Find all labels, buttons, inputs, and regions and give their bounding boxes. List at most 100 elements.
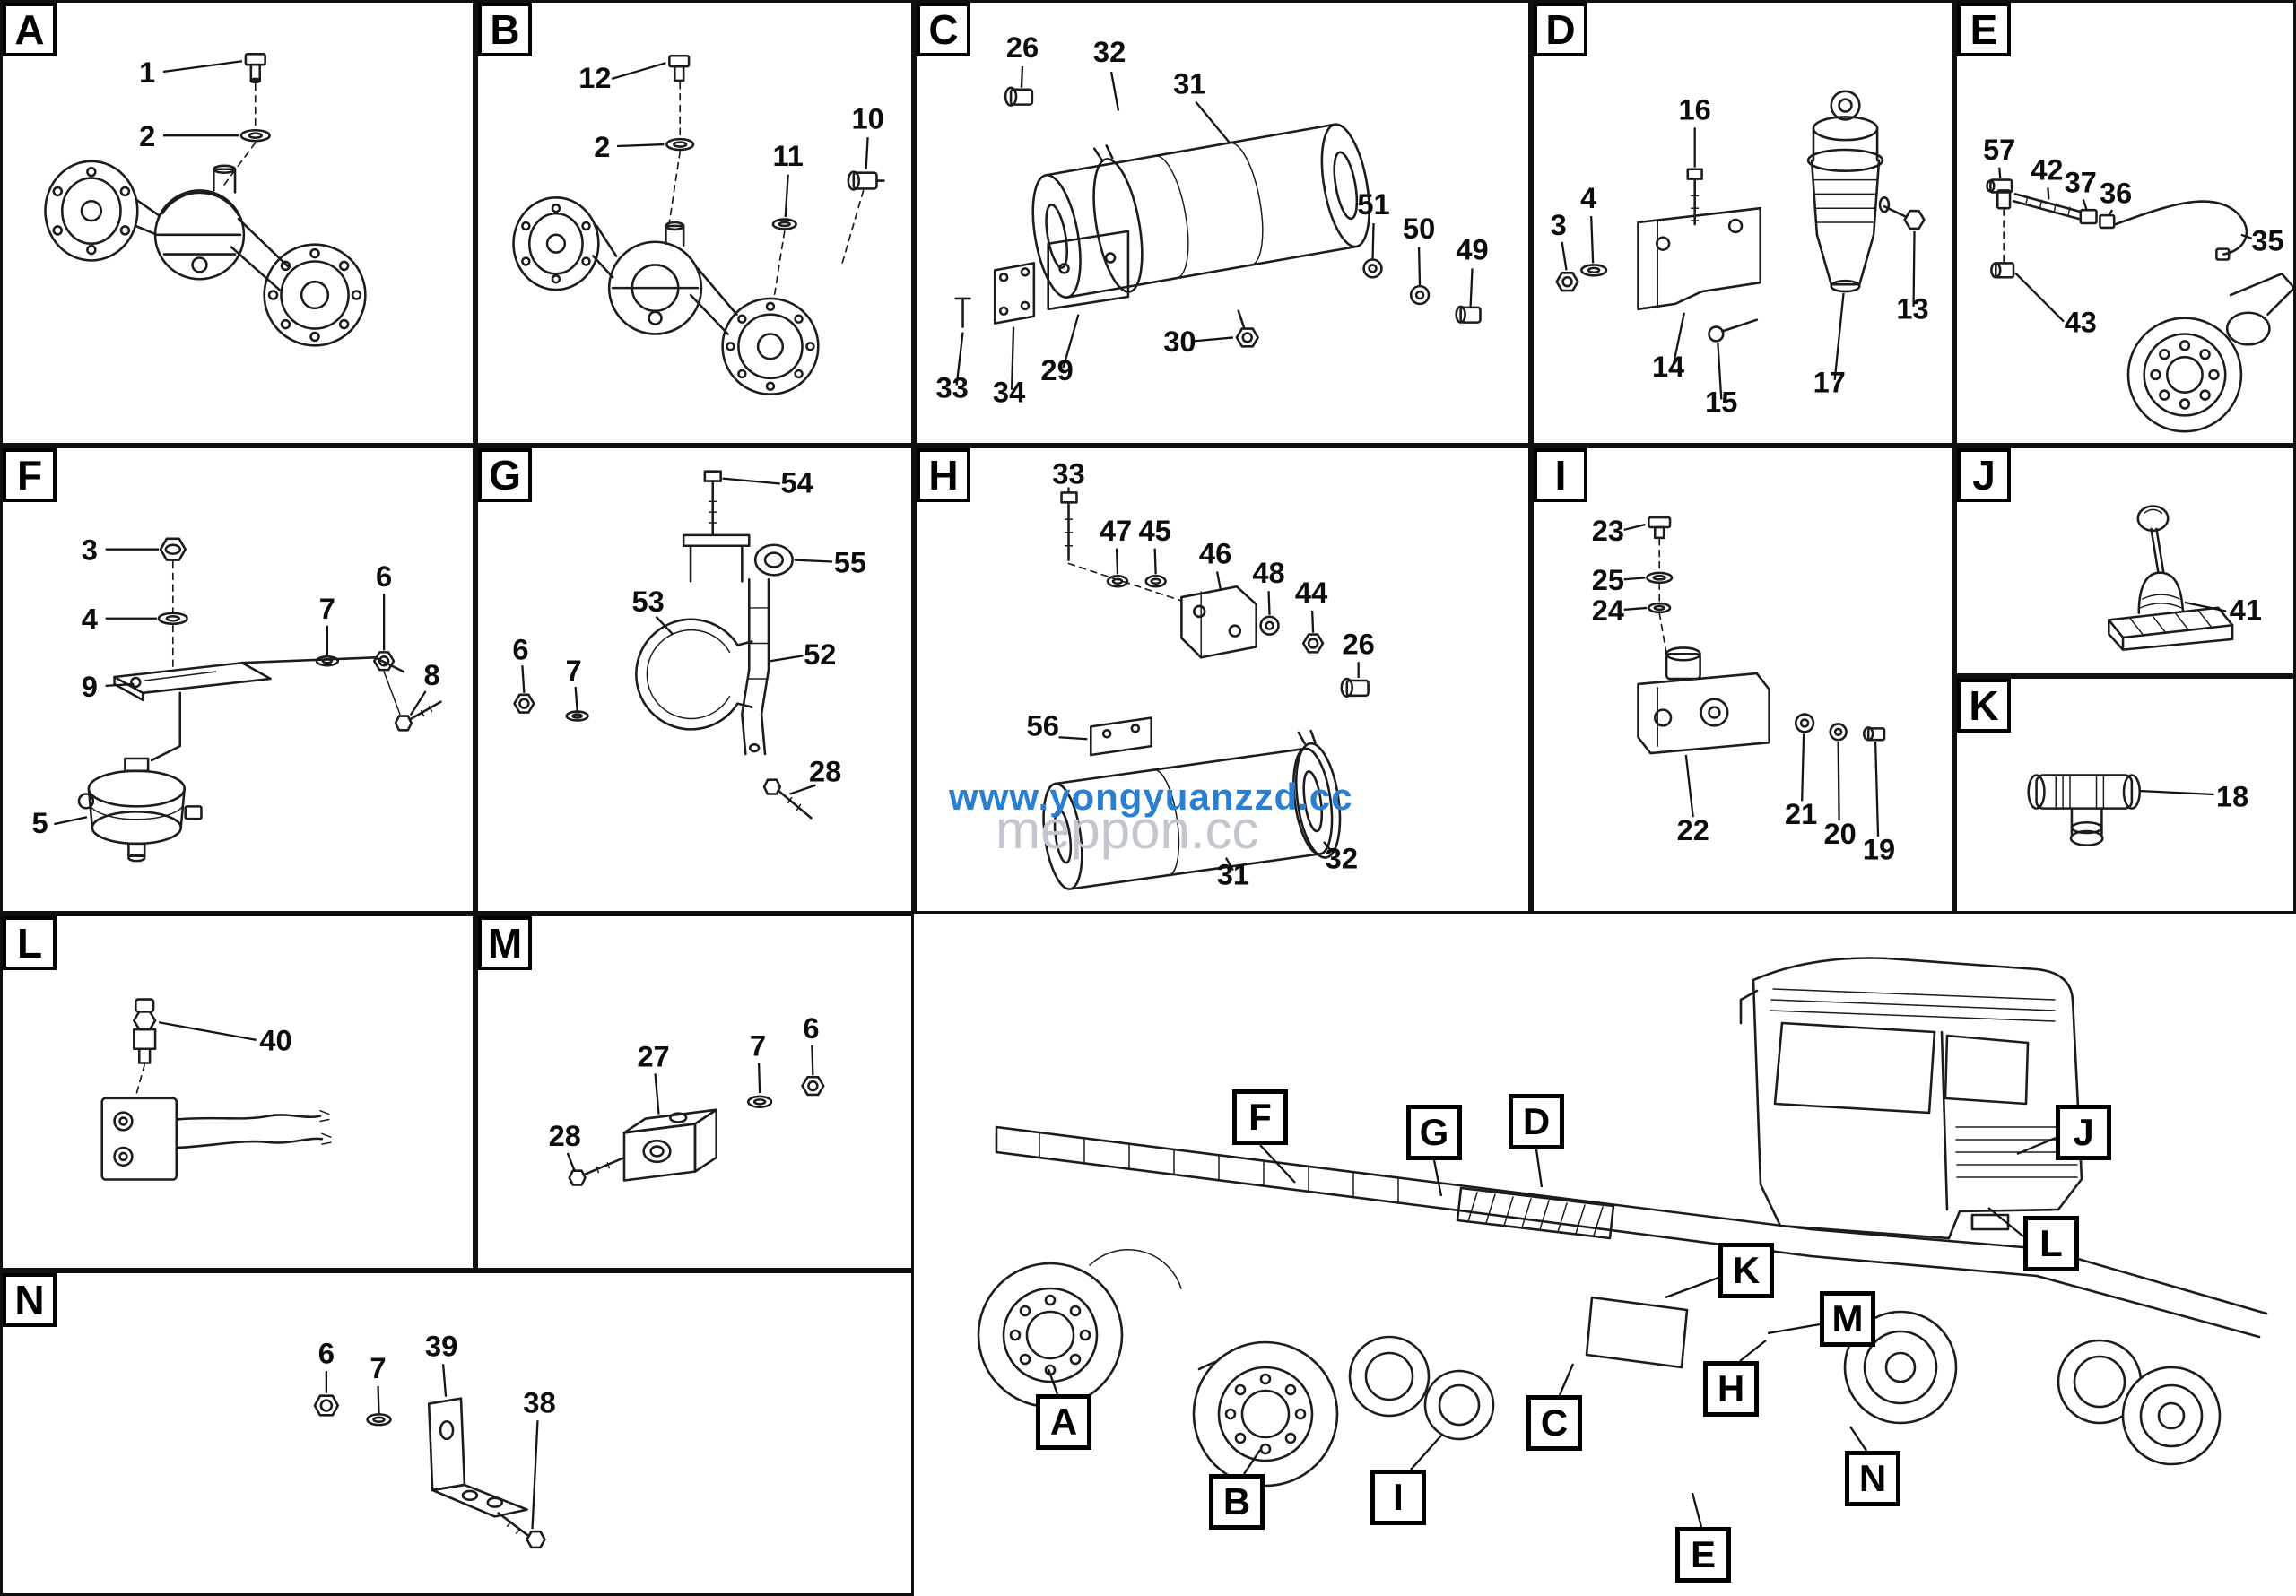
panel-L-label: L [3,916,57,970]
panel-I-label: I [1534,448,1587,502]
panel-I: I 23 25 24 22 21 20 [1531,446,1954,914]
callout-G-54: 54 [780,465,813,499]
callout-F-4: 4 [82,603,98,636]
panel-A-leaders [162,60,243,137]
panel-A: A 1 2 [0,0,475,446]
middle-axle-art [512,54,885,395]
hose-and-brake-art [1986,178,2293,433]
callout-B-12: 12 [578,61,611,94]
panel-E-label: E [1957,3,2011,56]
callout-H-46: 46 [1199,537,1231,570]
panel-D: D 16 3 4 14 15 [1531,0,1954,446]
callout-F-6: 6 [376,559,392,593]
valve-bracket-art [77,537,442,863]
callout-D-16: 16 [1679,92,1711,126]
panel-G-leaders [521,477,833,795]
callout-G-53: 53 [632,585,665,618]
callout-C-30: 30 [1163,325,1196,358]
overview-tag-H: H [1703,1361,1759,1417]
panel-B-label: B [478,3,532,56]
callout-E-37: 37 [2065,166,2097,198]
overview-tag-C: C [1526,1395,1582,1451]
panel-C-drawing: 26 32 31 51 50 49 33 34 29 30 [935,30,1488,409]
rear-axle-art [44,53,367,347]
overview-tag-G: G [1406,1105,1462,1160]
panel-M-label: M [478,916,532,970]
callout-I-20: 20 [1823,817,1856,850]
panel-E-leaders [1998,167,2253,323]
panel-N-leaders [325,1364,539,1530]
panel-N: N 6 7 39 38 [0,1271,914,1596]
panel-J-leaders [2184,601,2227,612]
callout-B-11: 11 [772,139,803,172]
callout-M-27: 27 [637,1040,669,1072]
panel-L: L 40 [0,914,475,1271]
panel-D-drawing: 16 3 4 14 15 17 13 [1551,90,1929,418]
callout-I-21: 21 [1785,797,1817,830]
panel-D-leaders [1561,127,1916,400]
panel-A-drawing: 1 2 [44,53,367,347]
panel-M-drawing: 27 7 6 28 [549,1012,825,1186]
callout-E-43: 43 [2065,306,2097,338]
tank-bracket-art [1042,491,1370,890]
panel-F-drawing: 3 4 9 7 6 8 5 [31,533,442,863]
callout-G-28: 28 [809,755,841,788]
overview-tag-A: A [1036,1394,1091,1450]
callout-N-6: 6 [318,1336,335,1369]
overview-leaders [1047,1136,2057,1528]
watermark-primary: www.yongyuanzzd.cc [949,776,1353,818]
callout-G-55: 55 [834,545,866,578]
callout-C-32: 32 [1093,35,1126,68]
callout-F-8: 8 [423,658,439,691]
overview-tag-B: B [1209,1474,1265,1530]
callout-C-29: 29 [1040,353,1073,386]
callout-C-33: 33 [935,371,968,404]
panel-B-leaders [611,62,869,218]
callout-H-32: 32 [1326,842,1358,875]
callout-E-36: 36 [2100,177,2132,209]
panel-F-leaders [54,548,427,826]
callout-I-19: 19 [1863,833,1895,866]
panel-A-label: A [3,3,57,56]
callout-D-3: 3 [1551,208,1567,241]
callout-F-5: 5 [31,806,48,839]
panel-J-label: J [1957,448,2011,502]
panel-D-label: D [1534,3,1587,56]
callout-C-26: 26 [1006,30,1039,64]
callout-F-7: 7 [319,592,335,625]
callout-M-7: 7 [750,1030,766,1063]
air-tank-art [954,86,1482,348]
panel-N-drawing: 6 7 39 38 [313,1330,556,1549]
callout-H-31: 31 [1217,857,1249,890]
panel-B-drawing: 12 2 11 10 [512,54,885,395]
panel-B: B 12 2 [475,0,914,446]
callout-D-17: 17 [1813,366,1846,399]
callout-G-7: 7 [566,654,582,687]
panel-G: G 54 55 53 6 7 [475,446,914,914]
callout-C-51: 51 [1357,187,1389,221]
callout-J-41: 41 [2230,594,2262,627]
panel-G-drawing: 54 55 53 6 7 52 28 [512,465,866,820]
valve-assembly-art [1637,516,1886,755]
mount-block-art [568,1075,825,1186]
callout-H-56: 56 [1027,708,1059,742]
callout-C-31: 31 [1173,67,1205,100]
truck-overview-drawing [977,957,2268,1528]
sensor-art [100,998,332,1181]
panel-L-drawing: 40 [100,998,332,1181]
panel-L-leaders [158,1021,257,1042]
panel-E-drawing: 57 42 37 36 35 43 [1983,134,2293,433]
callout-H-48: 48 [1252,556,1284,589]
overview-tag-M: M [1820,1291,1875,1347]
overview-tag-J: J [2056,1105,2111,1160]
callout-G-6: 6 [512,632,528,665]
callout-H-47: 47 [1100,514,1132,547]
callout-C-50: 50 [1403,212,1435,245]
hand-valve-art [2108,505,2234,651]
callout-C-34: 34 [993,376,1025,409]
callout-N-39: 39 [425,1330,457,1363]
callout-B-10: 10 [851,101,883,134]
panel-G-label: G [478,448,532,502]
overview-tag-I: I [1370,1470,1426,1525]
